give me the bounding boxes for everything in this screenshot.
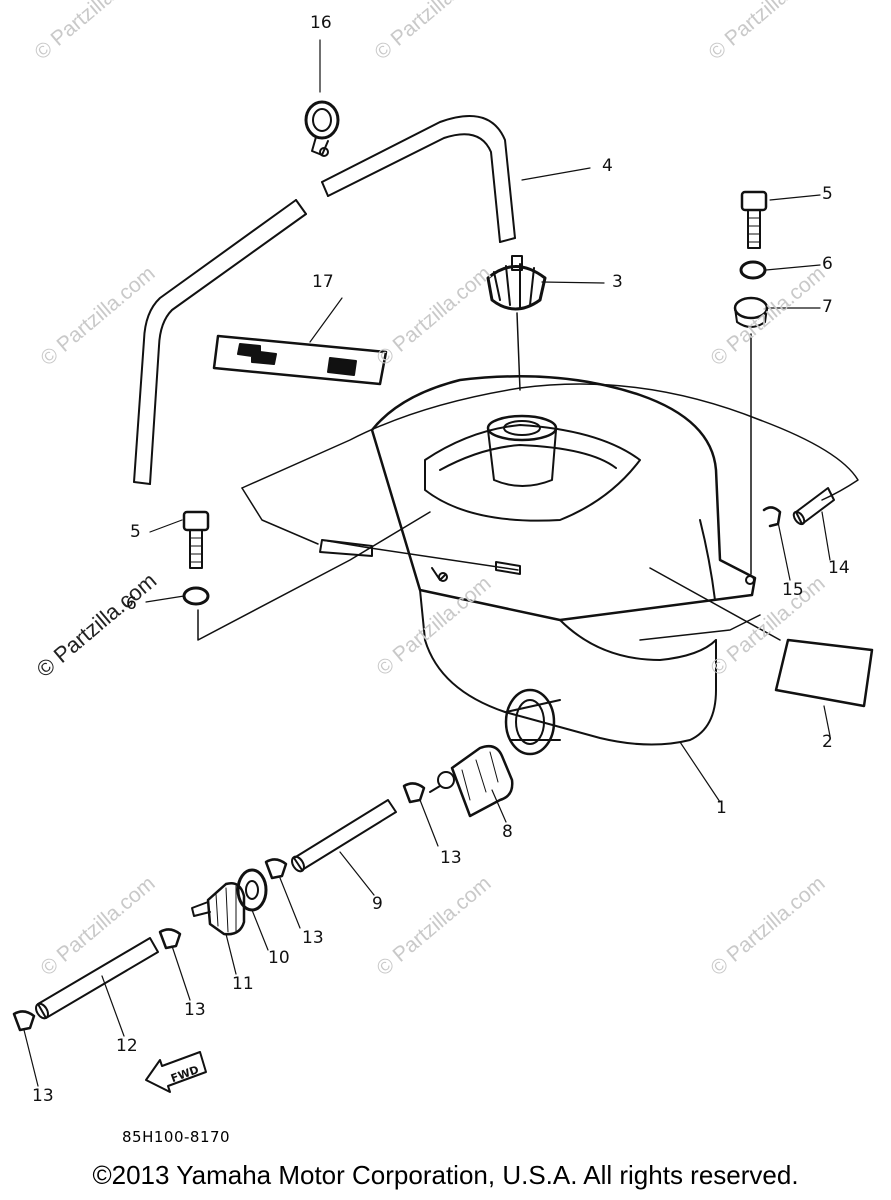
part-9-fuel-hose xyxy=(291,799,397,873)
part-16-clamp xyxy=(304,100,340,157)
callout-5-lower: 5 xyxy=(130,522,141,542)
callout-17: 17 xyxy=(312,272,334,292)
vent-pipe xyxy=(319,539,521,575)
part-12-hose xyxy=(35,937,159,1020)
part-6-nut-upper xyxy=(739,260,767,280)
part-17-decal xyxy=(212,334,388,386)
callout-13-a: 13 xyxy=(440,848,462,868)
part-4-breather-hose xyxy=(133,115,516,485)
copyright-notice: ©2013 Yamaha Motor Corporation, U.S.A. A… xyxy=(92,1160,799,1190)
callout-2: 2 xyxy=(822,732,833,752)
callout-10: 10 xyxy=(268,948,290,968)
diagram-code: 85H100-8170 xyxy=(122,1128,231,1146)
callout-4: 4 xyxy=(602,156,613,176)
part-3-fuel-cap xyxy=(486,255,547,391)
callout-3: 3 xyxy=(612,272,623,292)
callout-13-c: 13 xyxy=(184,1000,206,1020)
callout-15: 15 xyxy=(782,580,804,600)
callout-14: 14 xyxy=(828,558,850,578)
callout-13-b: 13 xyxy=(302,928,324,948)
callout-9: 9 xyxy=(372,894,383,914)
callout-7: 7 xyxy=(822,297,833,317)
callout-6-upper: 6 xyxy=(822,254,833,274)
part-14-hose xyxy=(792,487,835,526)
callout-13-d: 13 xyxy=(32,1086,54,1106)
callout-6-lower: 6 xyxy=(126,594,137,614)
part-5-bolt-upper xyxy=(740,190,768,249)
callout-1: 1 xyxy=(716,798,727,818)
part-2-plate xyxy=(774,638,874,708)
callout-5-upper: 5 xyxy=(822,184,833,204)
part-13-clip-d xyxy=(12,1010,36,1032)
part-13-clip-a xyxy=(402,782,426,804)
leader-lines xyxy=(23,39,831,1087)
part-15-clip xyxy=(762,506,782,528)
callout-12: 12 xyxy=(116,1036,138,1056)
fwd-arrow-label: FWD xyxy=(169,1063,200,1085)
part-13-clip-c xyxy=(158,928,182,950)
forward-direction-arrow: FWD xyxy=(145,1051,207,1093)
callout-8: 8 xyxy=(502,822,513,842)
part-13-clip-b xyxy=(264,858,288,880)
part-6-nut-lower xyxy=(182,586,210,606)
assembly-outline xyxy=(197,383,859,641)
callout-16: 16 xyxy=(310,13,332,33)
part-11-fuel-cock xyxy=(191,882,246,936)
part-8-fuel-filter xyxy=(429,745,514,818)
part-5-bolt-lower xyxy=(182,510,210,569)
callout-11: 11 xyxy=(232,974,254,994)
part-1-fuel-tank xyxy=(370,375,757,756)
